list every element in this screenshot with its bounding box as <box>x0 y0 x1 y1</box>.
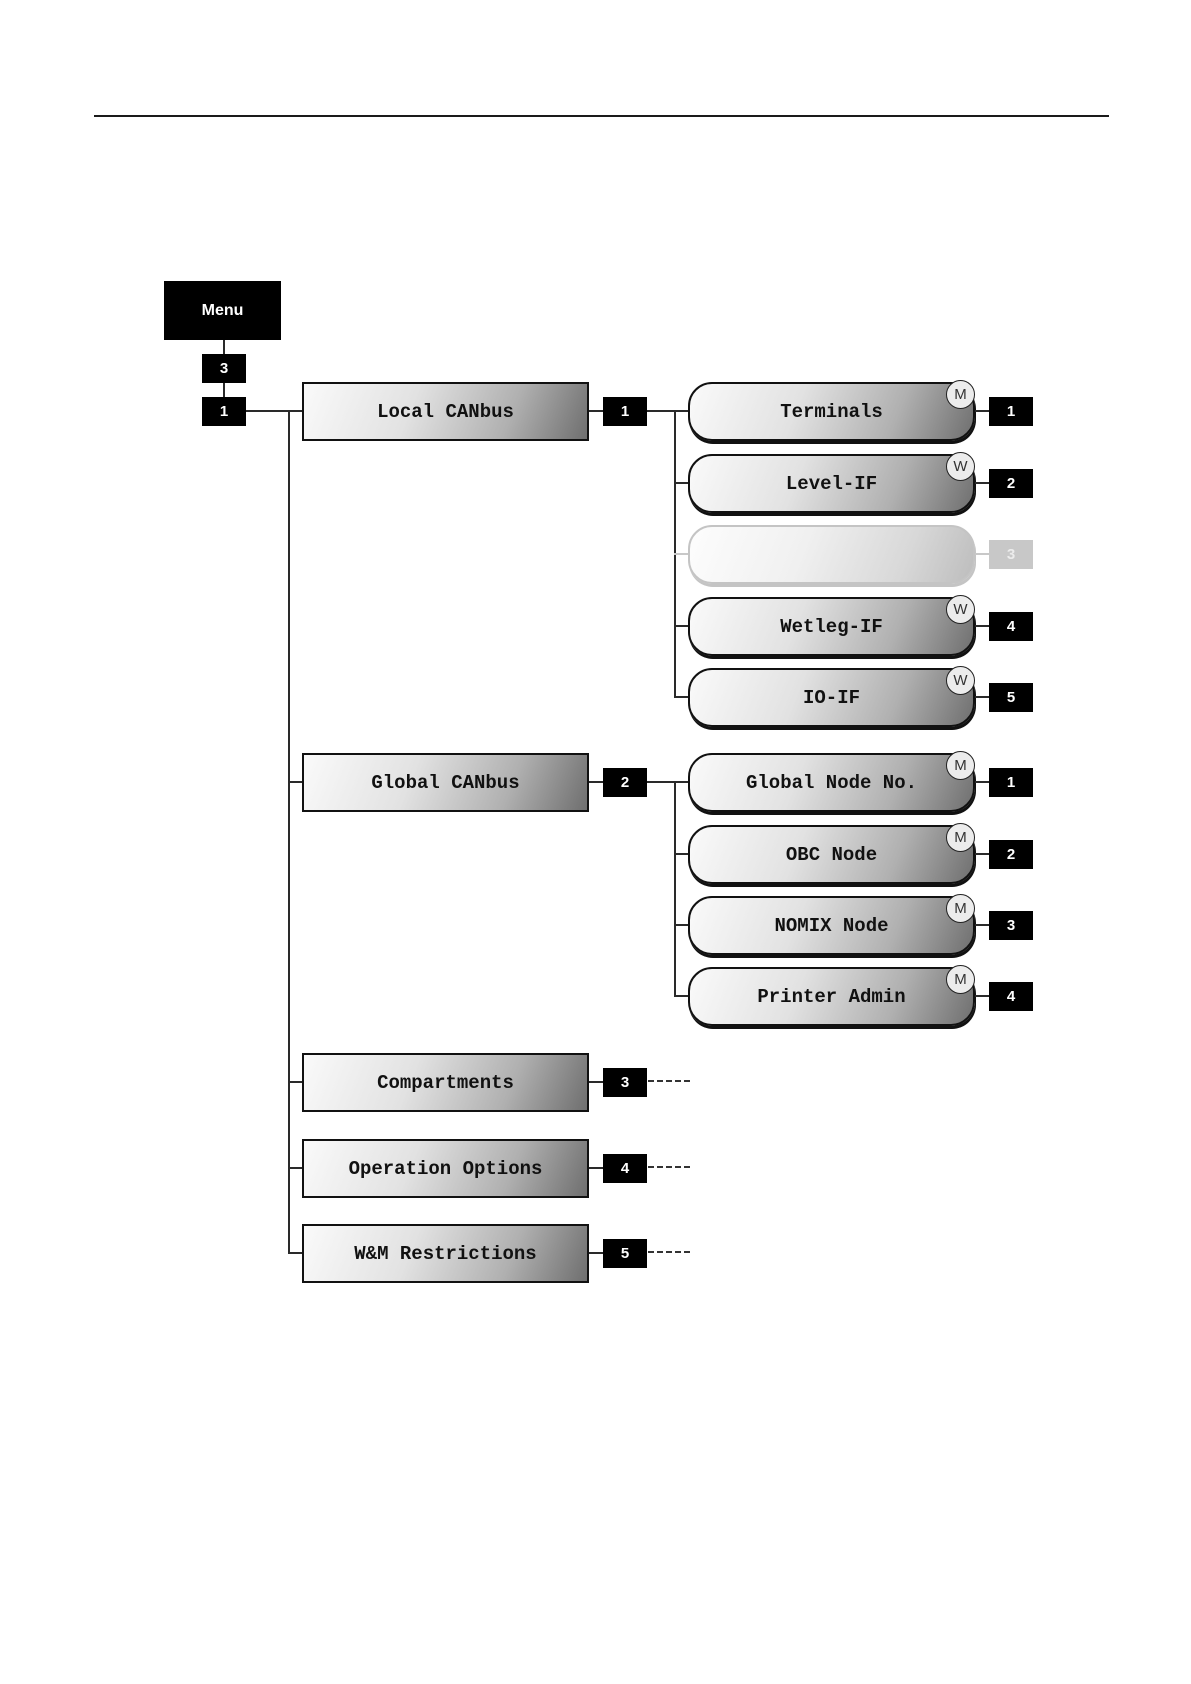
menu-branch-key-tag: 1 <box>202 397 246 426</box>
connector <box>674 553 688 555</box>
terminals-key-tag: 1 <box>989 397 1033 426</box>
connector <box>975 924 989 926</box>
obc-node-node: OBC Node M <box>688 825 975 884</box>
connector <box>975 625 989 627</box>
connector <box>288 781 302 783</box>
wetleg-if-key-tag: 4 <box>989 612 1033 641</box>
node-label: Terminals <box>780 401 883 423</box>
level-if-node: Level-IF W <box>688 454 975 513</box>
continuation-dash <box>648 1251 690 1253</box>
operation-options-key-tag: 4 <box>603 1154 647 1183</box>
connector <box>647 410 688 412</box>
terminals-node: Terminals M <box>688 382 975 441</box>
global-node-no-key-tag: 1 <box>989 768 1033 797</box>
connector <box>288 1252 302 1254</box>
local-canbus-key-tag: 1 <box>603 397 647 426</box>
connector <box>589 781 603 783</box>
menu-key-tag: 3 <box>202 354 246 383</box>
mode-badge: M <box>946 751 975 780</box>
trunk-connector <box>246 410 302 412</box>
node-label: Compartments <box>377 1072 514 1094</box>
node-label: OBC Node <box>786 844 877 866</box>
node-label: Printer Admin <box>757 986 905 1008</box>
node-label: NOMIX Node <box>774 915 888 937</box>
operation-options-node: Operation Options <box>302 1139 589 1198</box>
global-canbus-key-tag: 2 <box>603 768 647 797</box>
connector <box>975 781 989 783</box>
mode-badge: W <box>946 452 975 481</box>
continuation-dash <box>648 1166 690 1168</box>
connector <box>674 625 688 627</box>
mode-badge: M <box>946 965 975 994</box>
connector <box>674 853 688 855</box>
menu-label: Menu <box>202 302 244 320</box>
mode-badge: W <box>946 666 975 695</box>
connector <box>589 1252 603 1254</box>
main-trunk <box>288 410 290 1254</box>
connector <box>288 1081 302 1083</box>
global-canbus-node: Global CANbus <box>302 753 589 812</box>
header-rule <box>94 115 1109 117</box>
io-if-key-tag: 5 <box>989 683 1033 712</box>
connector <box>589 1167 603 1169</box>
node-label: Operation Options <box>349 1158 543 1180</box>
node-label: IO-IF <box>803 687 860 709</box>
node-label: Global CANbus <box>371 772 519 794</box>
printer-admin-key-tag: 4 <box>989 982 1033 1011</box>
local-canbus-node: Local CANbus <box>302 382 589 441</box>
global-node-no-node: Global Node No. M <box>688 753 975 812</box>
obc-node-key-tag: 2 <box>989 840 1033 869</box>
node-label: W&M Restrictions <box>354 1243 536 1265</box>
level-if-key-tag: 2 <box>989 469 1033 498</box>
compartments-node: Compartments <box>302 1053 589 1112</box>
connector <box>589 410 603 412</box>
node-label: Level-IF <box>786 473 877 495</box>
node-label: Local CANbus <box>377 401 514 423</box>
connector <box>975 553 989 555</box>
wetleg-if-node: Wetleg-IF W <box>688 597 975 656</box>
connector <box>674 995 688 997</box>
connector <box>589 1081 603 1083</box>
connector <box>288 1167 302 1169</box>
mode-badge: M <box>946 894 975 923</box>
global-canbus-sub-trunk <box>674 781 676 995</box>
io-if-node: IO-IF W <box>688 668 975 727</box>
connector <box>975 410 989 412</box>
mode-badge: W <box>946 595 975 624</box>
connector <box>975 482 989 484</box>
nomix-node-node: NOMIX Node M <box>688 896 975 955</box>
node-label: Global Node No. <box>746 772 917 794</box>
mode-badge: M <box>946 823 975 852</box>
connector <box>674 482 688 484</box>
connector <box>975 853 989 855</box>
printer-admin-node: Printer Admin M <box>688 967 975 1026</box>
connector <box>975 696 989 698</box>
menu-box: Menu <box>164 281 281 340</box>
wm-restrictions-node: W&M Restrictions <box>302 1224 589 1283</box>
mode-badge: M <box>946 380 975 409</box>
connector <box>647 781 688 783</box>
unused-slot-node <box>688 525 975 584</box>
nomix-node-key-tag: 3 <box>989 911 1033 940</box>
continuation-dash <box>648 1080 690 1082</box>
wm-restrictions-key-tag: 5 <box>603 1239 647 1268</box>
compartments-key-tag: 3 <box>603 1068 647 1097</box>
connector <box>975 995 989 997</box>
connector <box>674 696 688 698</box>
connector <box>674 924 688 926</box>
node-label: Wetleg-IF <box>780 616 883 638</box>
unused-slot-key-tag: 3 <box>989 540 1033 569</box>
